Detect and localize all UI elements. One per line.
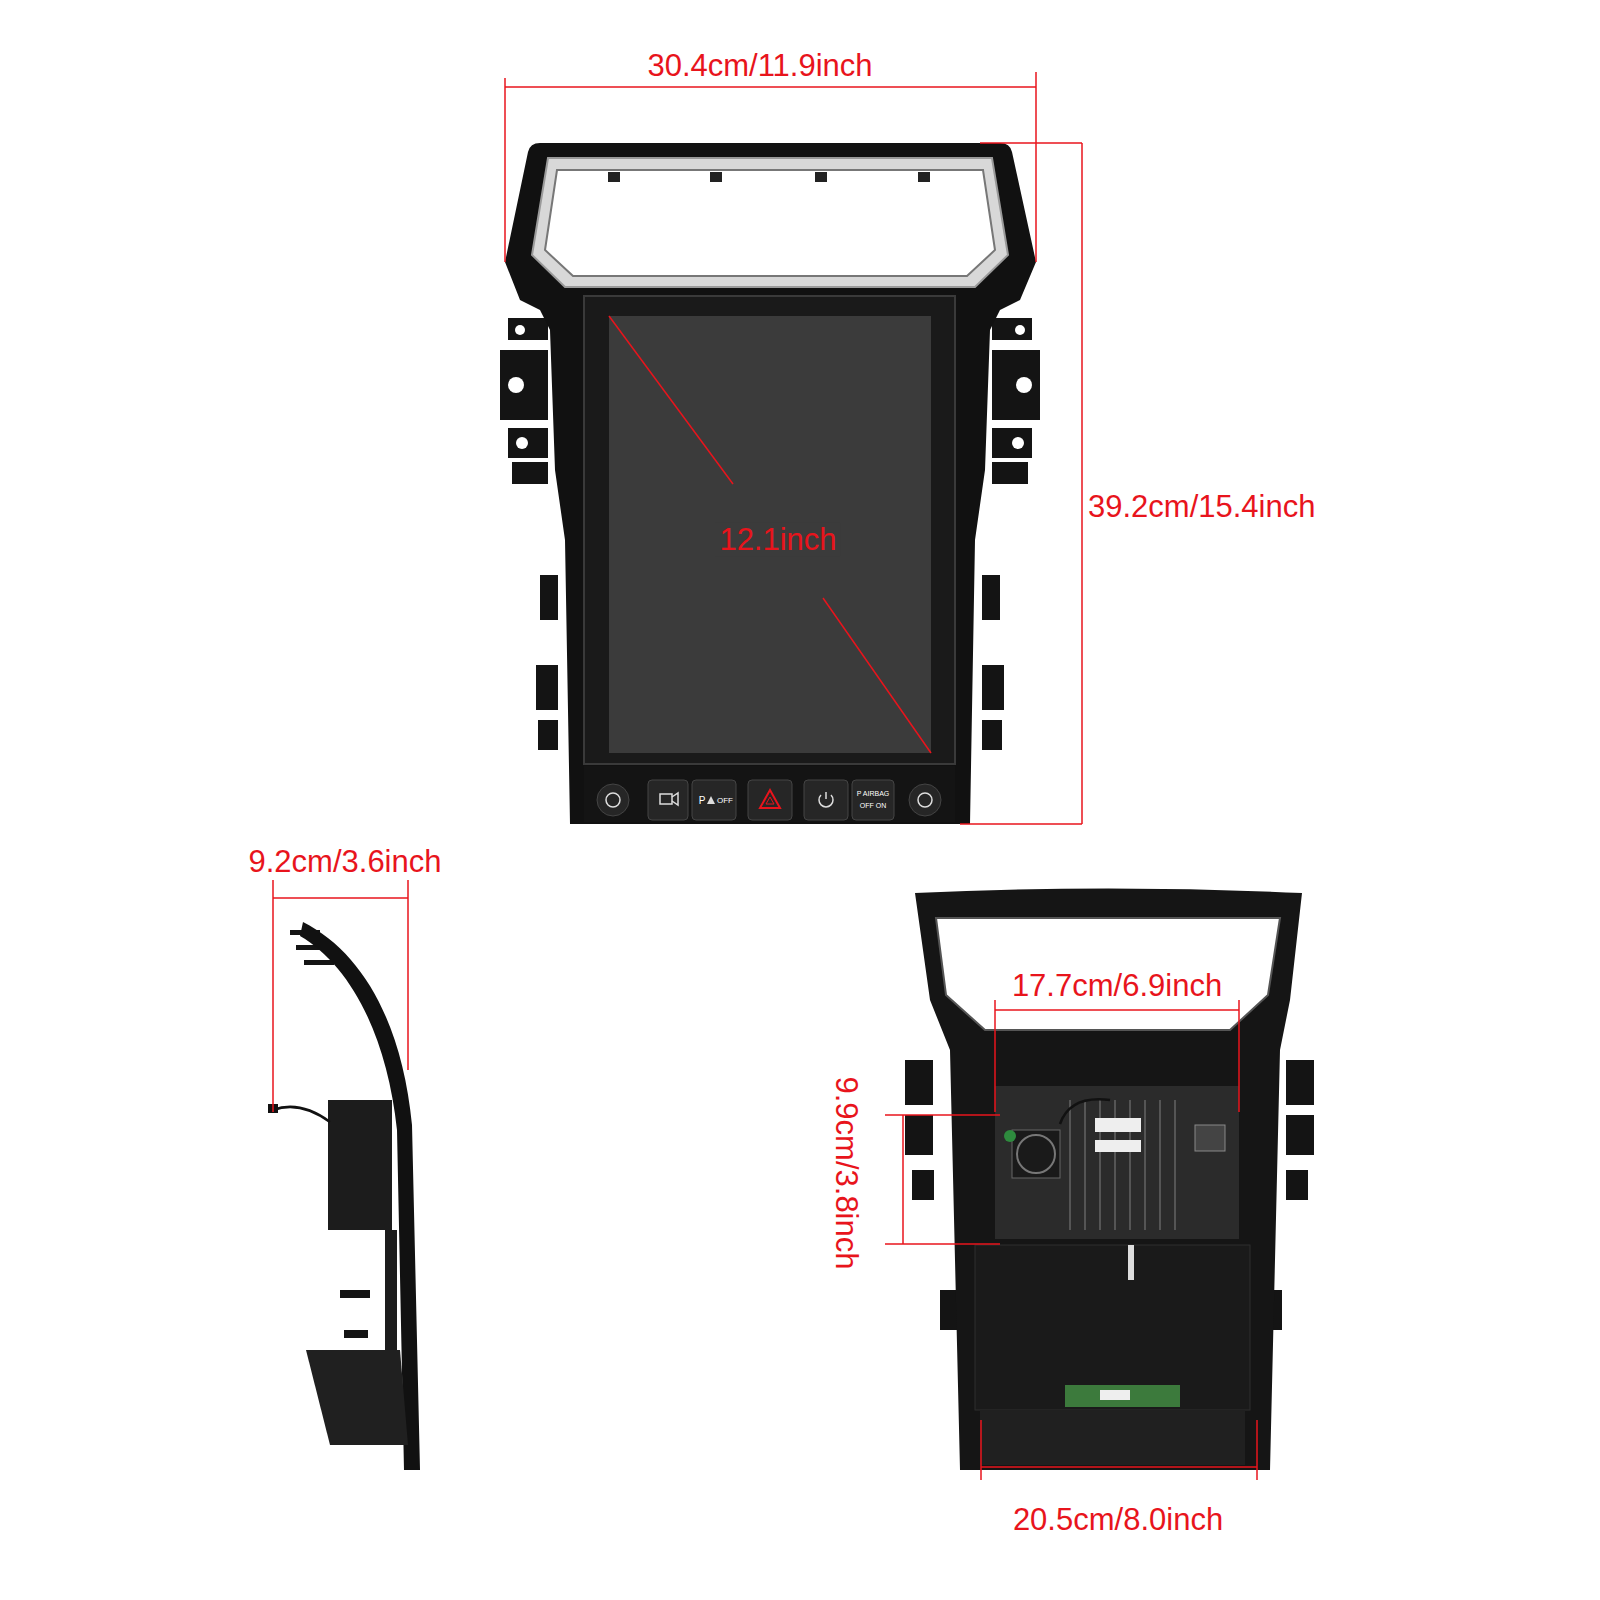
button-text: P: [699, 795, 706, 806]
back-view: [885, 889, 1314, 1481]
front-view: [500, 72, 1082, 824]
button-text: OFF ON: [860, 802, 886, 810]
dimension-label: 17.7cm/6.9inch: [1008, 969, 1226, 1003]
dimension-label: 39.2cm/15.4inch: [1088, 490, 1315, 524]
dimension-label: 9.9cm/3.8inch: [829, 1077, 863, 1270]
button-text: OFF: [717, 797, 733, 806]
dimension-label: 9.2cm/3.6inch: [249, 845, 442, 879]
button-text: P AIRBAG: [857, 790, 890, 798]
diagonal-label: 12.1inch: [715, 523, 840, 557]
dimension-label: 20.5cm/8.0inch: [1013, 1503, 1223, 1537]
dimension-label: 30.4cm/11.9inch: [647, 49, 872, 83]
side-view: [268, 880, 420, 1470]
